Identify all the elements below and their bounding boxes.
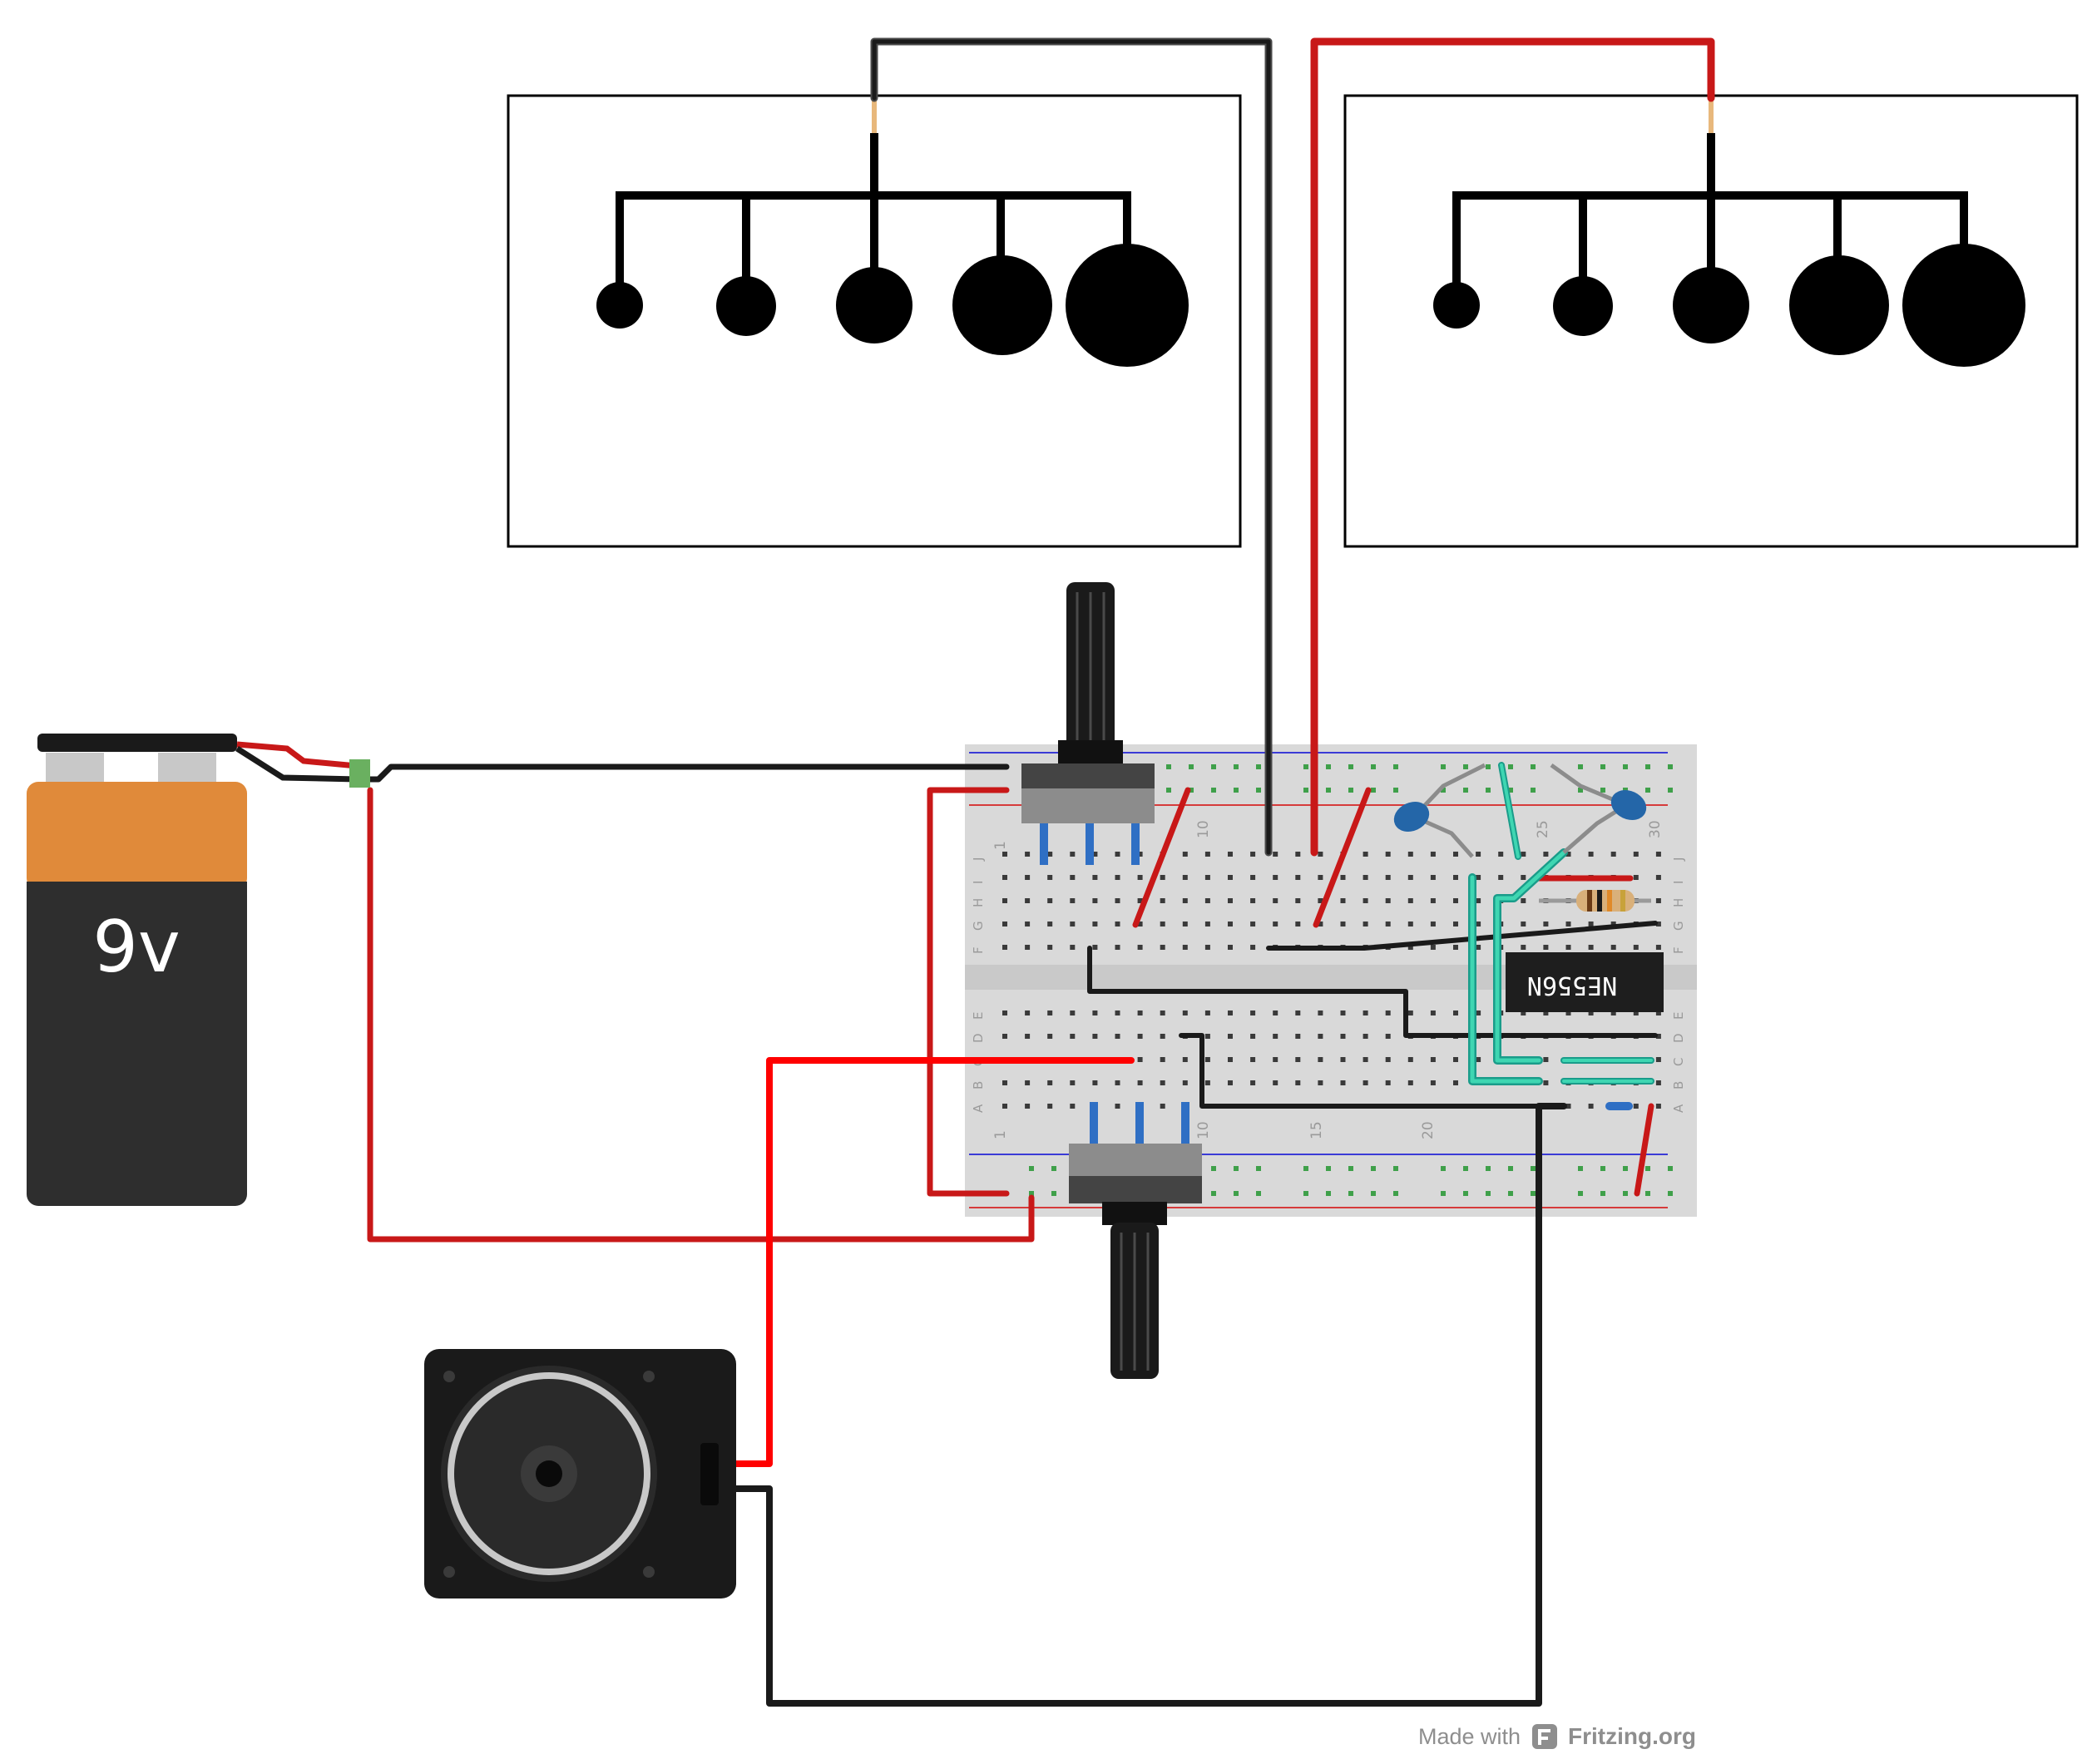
wires xyxy=(354,37,1715,1707)
capacitor-left xyxy=(1393,763,1486,858)
wire-bb-red-1 xyxy=(1132,787,1191,928)
row-e-right: E xyxy=(1671,1012,1686,1020)
sensor-pad-left xyxy=(507,94,1242,548)
row-f-right: F xyxy=(1671,946,1686,954)
row-b-left: B xyxy=(971,1081,986,1090)
capacitor-right xyxy=(1550,763,1647,854)
col-num-10-bottom: 10 xyxy=(1195,1121,1212,1139)
col-num-15-bottom: 15 xyxy=(1308,1121,1325,1139)
ic-chip: NE556N xyxy=(1506,952,1664,1012)
row-i-right: I xyxy=(1671,881,1686,884)
col-num-1-bottom: 1 xyxy=(992,1130,1009,1139)
wire-sensor-right xyxy=(1310,37,1715,857)
wire-bb-black-3 xyxy=(1266,921,1658,951)
fritzing-credit: Made with Fritzing.org xyxy=(1418,1723,1696,1749)
row-c-right: C xyxy=(1671,1058,1686,1066)
row-g-right: G xyxy=(1671,921,1686,931)
wire-rail-red-left xyxy=(927,787,1010,1197)
potentiometer-bottom[interactable] xyxy=(1069,1102,1202,1379)
row-f-left: F xyxy=(971,946,986,954)
wire-speaker-positive xyxy=(733,1057,1135,1467)
credit-made-with: Made with xyxy=(1418,1724,1521,1749)
row-e-left: E xyxy=(971,1012,986,1020)
col-num-1: 1 xyxy=(992,841,1009,850)
col-num-30: 30 xyxy=(1647,820,1664,838)
row-g-left: G xyxy=(971,921,986,931)
wire-bb-black-1 xyxy=(1087,946,1658,1038)
col-num-20-bottom: 20 xyxy=(1420,1121,1437,1139)
row-h-right: H xyxy=(1671,898,1686,907)
row-j-left: J xyxy=(971,857,986,862)
battery-label: 9v xyxy=(92,906,181,989)
row-d-right: D xyxy=(1671,1033,1686,1043)
column-numbers: 1 10 25 30 1 10 15 20 xyxy=(992,820,1664,1139)
row-a-left: A xyxy=(971,1104,986,1113)
wire-bb-red-3 xyxy=(1634,1103,1654,1197)
wire-bb-red-2 xyxy=(1313,787,1372,928)
wire-battery-positive xyxy=(367,787,1035,1243)
sensor-pad-right xyxy=(1343,94,2079,548)
wire-bb-black-2 xyxy=(1179,1033,1566,1109)
wire-battery-negative xyxy=(354,763,1010,783)
row-d-left: D xyxy=(971,1033,986,1043)
row-a-right: A xyxy=(1671,1104,1686,1113)
ic-chip-label: NE556N xyxy=(1527,971,1617,1000)
potentiometer-top[interactable] xyxy=(1021,582,1155,865)
battery-9v: 9v xyxy=(27,734,370,1206)
col-num-10: 10 xyxy=(1195,820,1212,838)
row-j-right: J xyxy=(1671,857,1686,862)
row-h-left: H xyxy=(971,898,986,907)
resistor xyxy=(1539,890,1651,912)
speaker xyxy=(424,1349,736,1598)
col-num-25: 25 xyxy=(1535,820,1551,838)
row-b-right: B xyxy=(1671,1081,1686,1090)
row-i-left: I xyxy=(971,881,986,884)
credit-brand: Fritzing.org xyxy=(1568,1723,1696,1749)
